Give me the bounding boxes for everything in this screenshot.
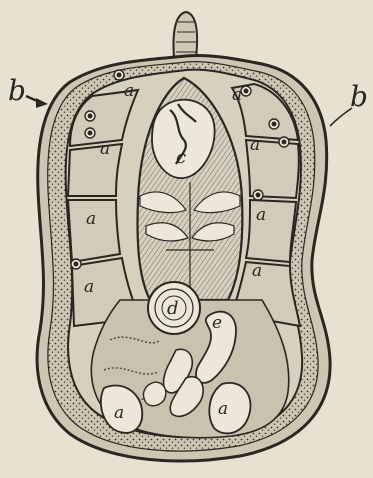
label-a-1: a bbox=[124, 81, 134, 101]
label-b-left: b bbox=[8, 74, 26, 107]
label-a-8: a bbox=[252, 261, 262, 281]
label-a-7: a bbox=[256, 205, 266, 225]
label-a-6: a bbox=[250, 135, 260, 155]
label-a-4: a bbox=[84, 277, 94, 297]
label-a-2: a bbox=[100, 139, 110, 159]
label-b-right: b bbox=[350, 80, 368, 113]
label-a-10: a bbox=[218, 399, 228, 419]
stalk bbox=[174, 12, 198, 58]
label-d: d bbox=[167, 298, 179, 319]
label-a-3: a bbox=[86, 209, 96, 229]
label-a-5: a bbox=[232, 85, 242, 105]
label-e: e bbox=[212, 313, 222, 333]
pointer-b-right bbox=[330, 108, 352, 126]
label-c: c bbox=[176, 147, 186, 168]
label-a-9: a bbox=[114, 403, 124, 423]
